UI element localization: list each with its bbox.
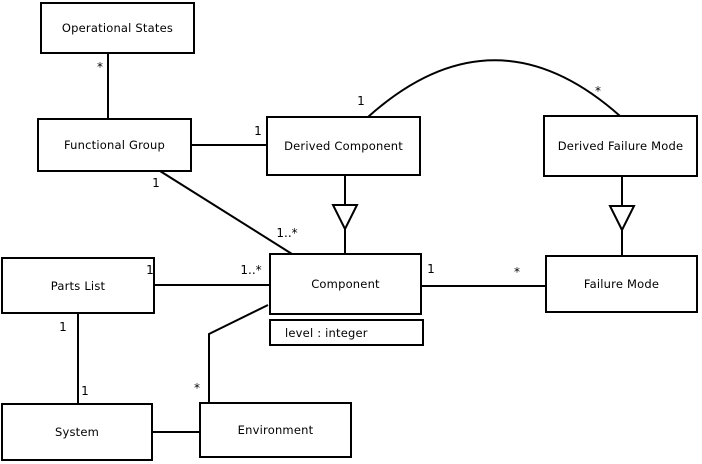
- generalization-arrowhead-icon: [331, 204, 359, 232]
- attribute-text: level : integer: [285, 325, 368, 340]
- class-box-derived-component: Derived Component: [266, 116, 421, 176]
- multiplicity-label: 1..*: [240, 263, 262, 277]
- edge-component-environment: [208, 304, 269, 403]
- multiplicity-label: *: [595, 84, 601, 98]
- multiplicity-label: 1: [146, 263, 154, 277]
- multiplicity-label: *: [194, 381, 200, 395]
- generalization-arrowhead-icon: [608, 205, 636, 233]
- multiplicity-label: 1: [59, 320, 67, 334]
- edge-functional-group-component: [159, 170, 293, 255]
- multiplicity-label: 1: [357, 94, 365, 108]
- class-box-functional-group: Functional Group: [37, 118, 192, 172]
- multiplicity-label: *: [97, 60, 103, 74]
- class-box-component: Component: [269, 253, 422, 315]
- class-name: Functional Group: [63, 138, 166, 152]
- class-name: Environment: [237, 423, 314, 437]
- multiplicity-label: 1: [152, 176, 160, 190]
- class-name: Component: [311, 277, 380, 291]
- class-name: Failure Mode: [583, 277, 660, 291]
- class-box-environment: Environment: [199, 402, 352, 458]
- edge-derived-component-component-generalization: [331, 175, 359, 255]
- class-name: Operational States: [61, 21, 174, 35]
- class-name: Parts List: [50, 278, 106, 293]
- multiplicity-label: 1: [427, 262, 435, 276]
- class-box-derived-failure-mode: Derived Failure Mode: [543, 115, 698, 177]
- edge-derived-failure-mode-failure-mode-generalization: [608, 176, 636, 256]
- class-name: System: [54, 425, 100, 439]
- edge-derived-component-derived-failure-mode: [367, 59, 621, 118]
- class-name: Derived Component: [284, 139, 403, 153]
- class-box-operational-states: Operational States: [40, 2, 195, 54]
- multiplicity-label: 1: [81, 384, 89, 398]
- multiplicity-label: 1..*: [276, 226, 298, 240]
- class-box-failure-mode: Failure Mode: [545, 255, 698, 313]
- multiplicity-label: 1: [254, 124, 262, 138]
- class-attributes-component: level : integer: [269, 319, 424, 346]
- class-box-parts-list: Parts List: [1, 257, 155, 314]
- multiplicity-label: *: [514, 265, 520, 279]
- class-name: Derived Failure Mode: [557, 139, 684, 153]
- class-box-system: System: [1, 403, 153, 461]
